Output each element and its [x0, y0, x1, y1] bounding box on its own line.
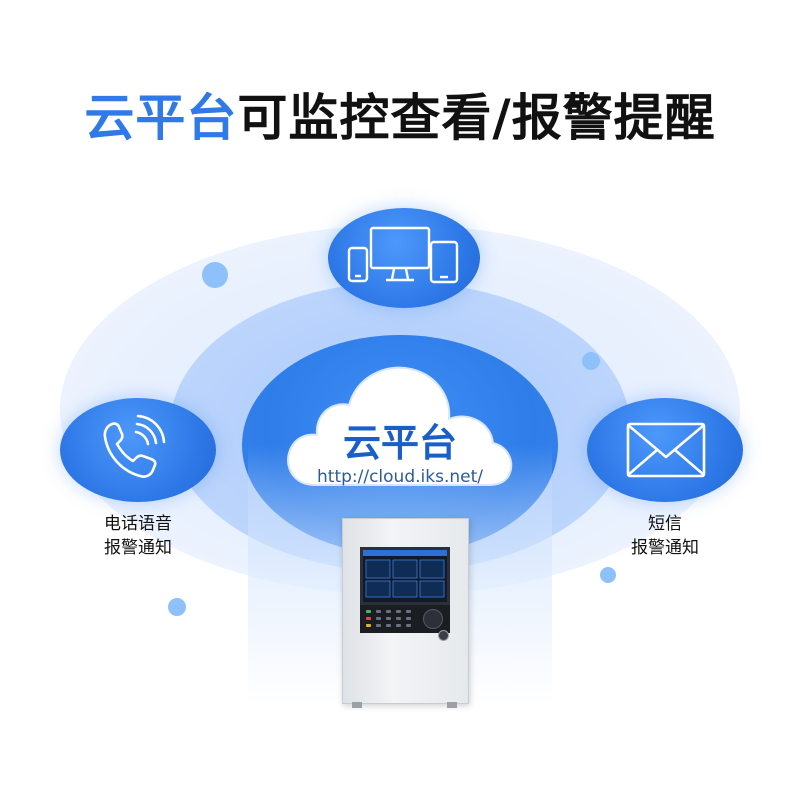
cloud-icon — [287, 366, 513, 486]
device-screen — [360, 547, 450, 605]
title-rest: 可监控查看/报警提醒 — [237, 89, 716, 147]
decor-dot — [600, 567, 616, 583]
alarm-controller-device — [342, 518, 469, 704]
page-title: 云平台可监控查看/报警提醒 — [0, 78, 800, 150]
title-highlight: 云平台 — [84, 89, 238, 147]
right-channel-label: 短信 报警通知 — [595, 512, 735, 560]
phone-bubble — [60, 398, 216, 502]
envelope-bubble — [587, 398, 743, 502]
devices-icon — [347, 226, 459, 284]
left-channel-label: 电话语音 报警通知 — [68, 512, 208, 560]
device-foot — [352, 702, 362, 708]
left-channel-line2: 报警通知 — [104, 538, 172, 558]
device-screen-display — [363, 550, 447, 598]
phone-icon — [103, 414, 166, 478]
devices-bubble — [328, 208, 480, 308]
right-channel-line2: 报警通知 — [631, 538, 699, 558]
decor-dot — [202, 262, 228, 288]
decor-dot — [582, 352, 600, 370]
right-channel-line1: 短信 — [648, 514, 682, 534]
left-channel-line1: 电话语音 — [104, 514, 172, 534]
device-keypad — [360, 605, 450, 633]
decor-dot — [168, 598, 186, 616]
cloud-platform-title: 云平台 — [342, 421, 457, 465]
device-lock — [438, 630, 449, 641]
device-foot — [447, 702, 457, 708]
envelope-icon — [626, 422, 706, 478]
cloud-url[interactable]: http://cloud.iks.net/ — [317, 467, 483, 487]
